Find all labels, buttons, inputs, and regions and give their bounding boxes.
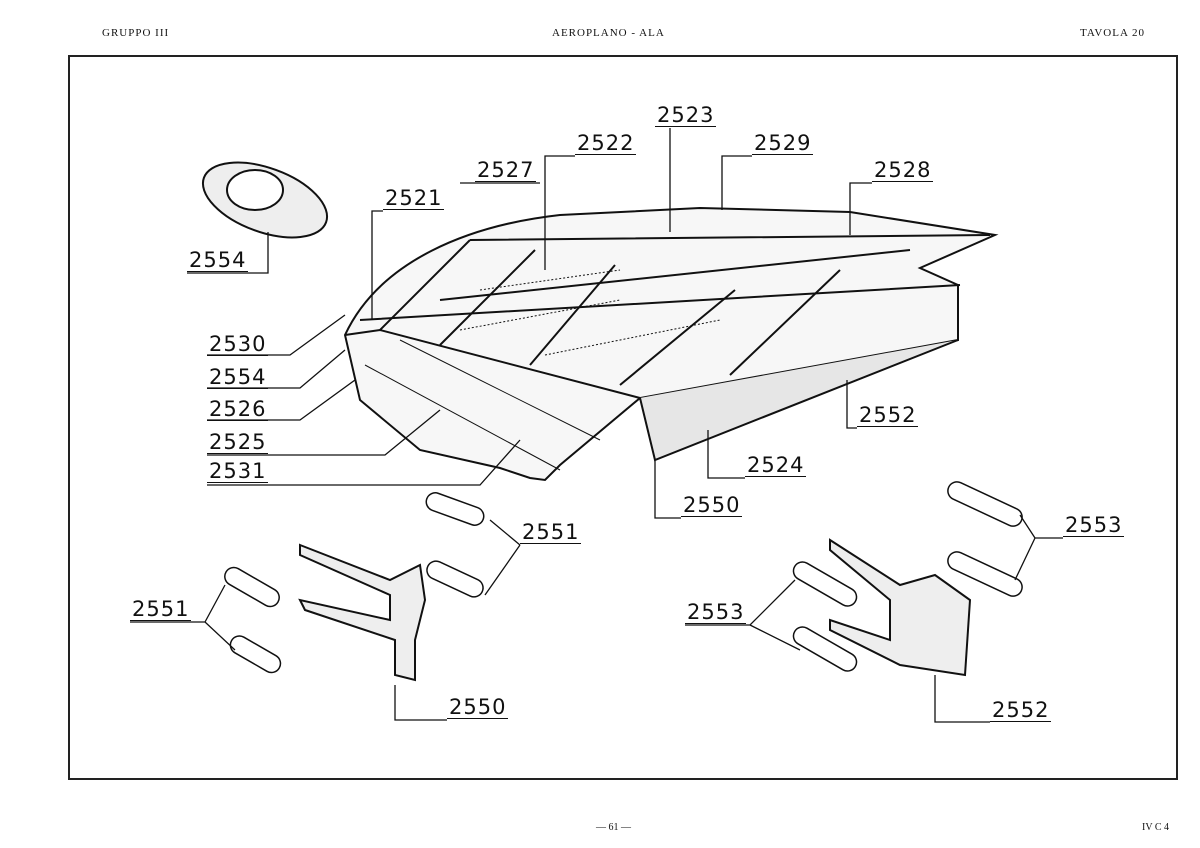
- callout-label: 2528: [872, 158, 934, 182]
- page-title: AEROPLANO - ALA: [552, 27, 665, 39]
- callout-label: 2521: [383, 186, 445, 210]
- callout-label: 2554: [187, 248, 249, 272]
- document-code: IV C 4: [1142, 822, 1170, 833]
- callout-label: 2550: [447, 695, 509, 719]
- group-label: GRUPPO III: [102, 27, 170, 39]
- drawing-frame: [68, 55, 1178, 780]
- callout-label: 2531: [207, 459, 269, 483]
- callout-label: 2552: [857, 403, 919, 427]
- callout-label: 2523: [655, 103, 717, 127]
- leader-lines: [130, 128, 1063, 723]
- callout-label: 2550: [681, 493, 743, 517]
- callout-label: 2553: [685, 600, 747, 624]
- callout-label: 2554: [207, 365, 269, 389]
- callout-label: 2522: [575, 131, 637, 155]
- callout-label: 2524: [745, 453, 807, 477]
- callout-label: 2553: [1063, 513, 1125, 537]
- callout-label: 2525: [207, 430, 269, 454]
- callout-label: 2552: [990, 698, 1052, 722]
- page-number: — 61 —: [596, 822, 631, 833]
- callout-label: 2526: [207, 397, 269, 421]
- callout-label: 2551: [520, 520, 582, 544]
- callout-label: 2551: [130, 597, 192, 621]
- callout-label: 2529: [752, 131, 814, 155]
- plate-number: TAVOLA 20: [1080, 27, 1146, 39]
- fitting-2550: [298, 543, 427, 682]
- strap-plates: [224, 481, 1023, 674]
- fitting-2552: [829, 538, 972, 677]
- callout-label: 2530: [207, 332, 269, 356]
- callout-label: 2527: [475, 158, 537, 182]
